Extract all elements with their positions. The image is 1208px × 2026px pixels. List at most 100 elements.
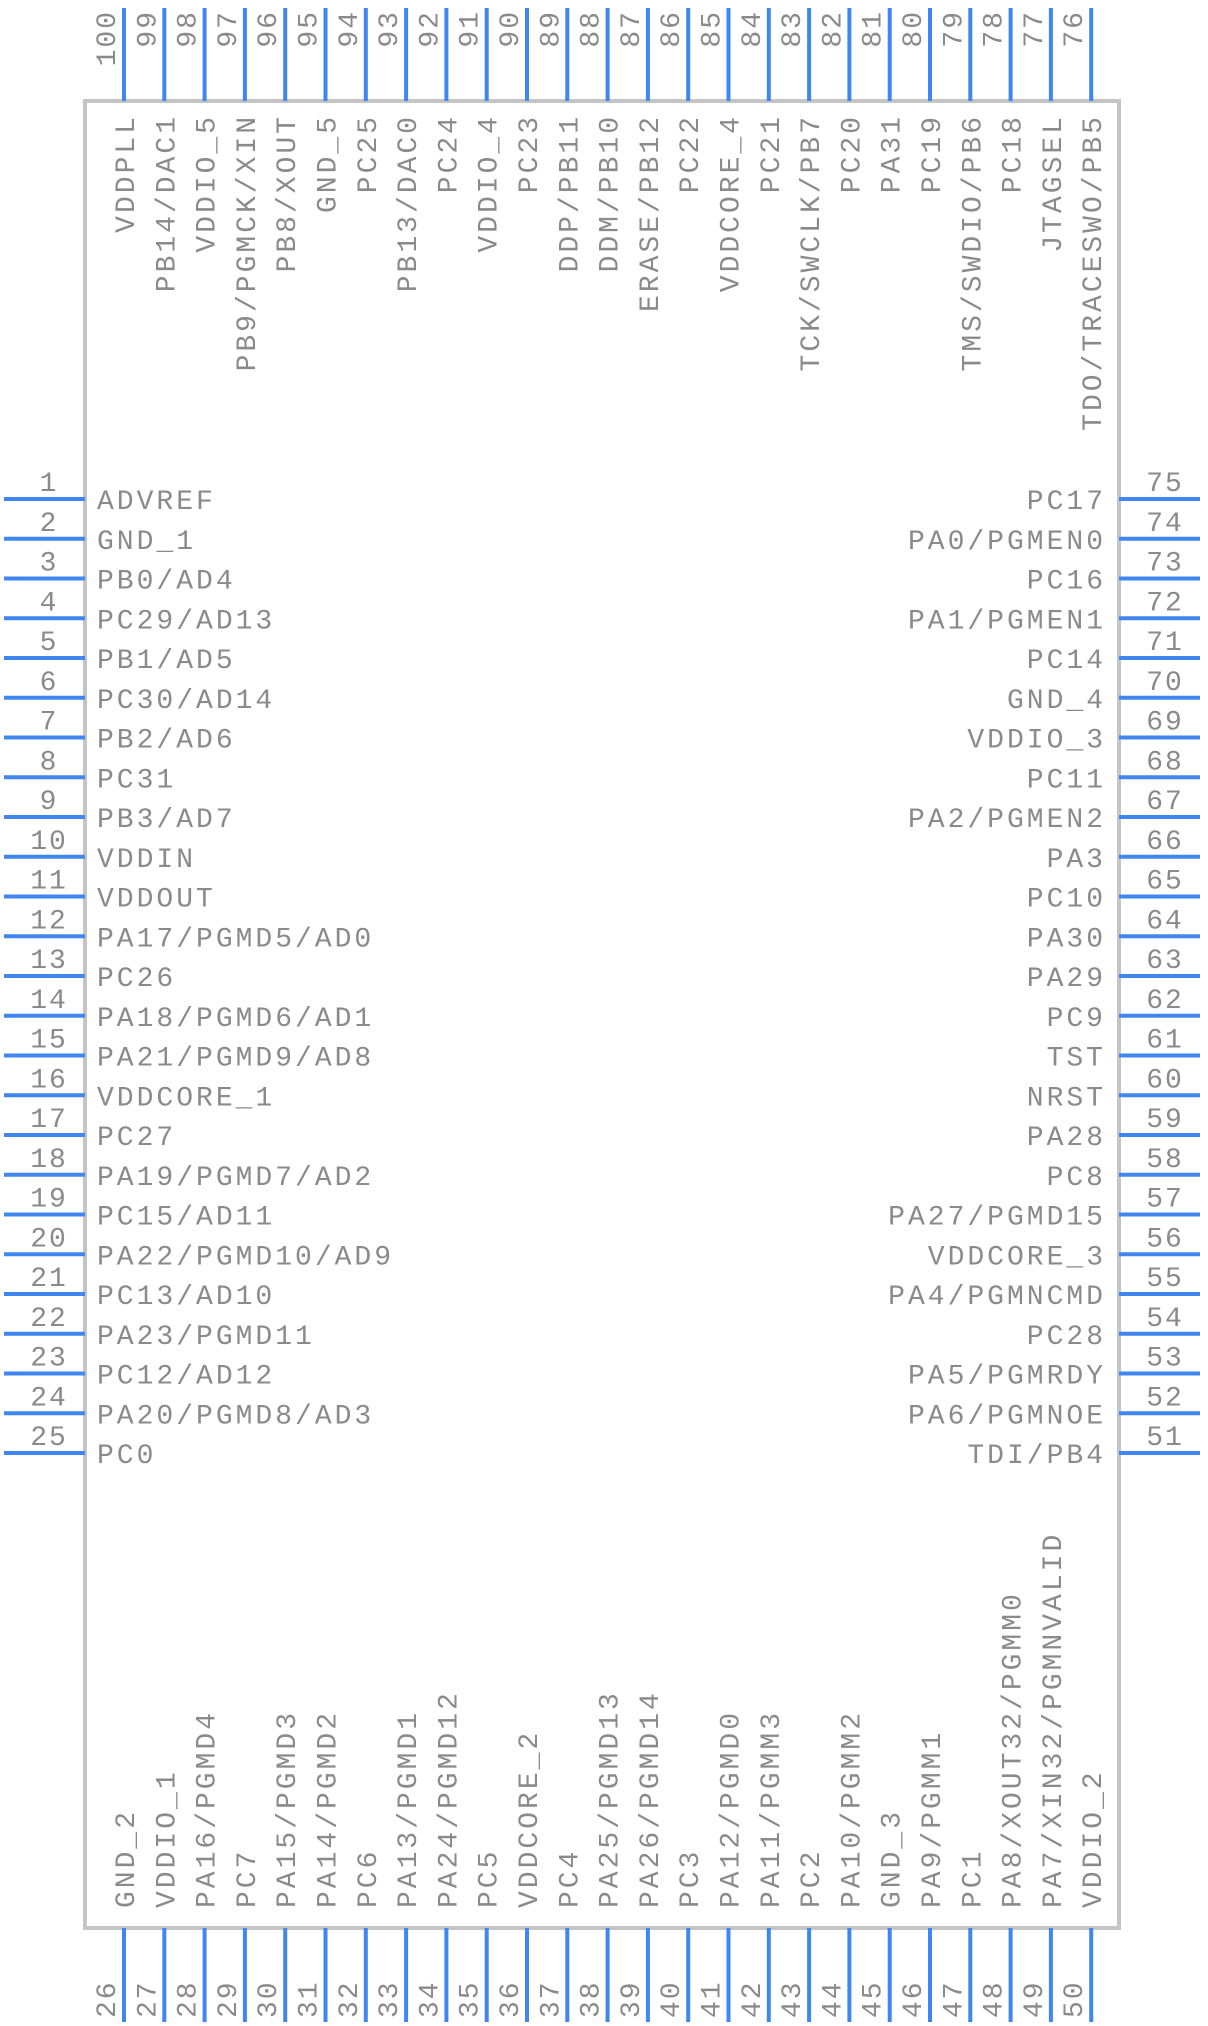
pin-77-label: JTAGSEL bbox=[1039, 114, 1070, 253]
pin-96-number: 96 bbox=[254, 10, 285, 48]
pin-45-number: 45 bbox=[859, 1980, 890, 2018]
pin-3-label: PB0/AD4 bbox=[97, 567, 236, 598]
pin-58-label: PC8 bbox=[1047, 1163, 1106, 1194]
pin-54-label: PC28 bbox=[1027, 1322, 1106, 1353]
pin-30-number: 30 bbox=[254, 1980, 285, 2018]
pin-63-label: PA29 bbox=[1027, 964, 1106, 995]
pin-75-label: PC17 bbox=[1027, 487, 1106, 518]
pin-5-label: PB1/AD5 bbox=[97, 646, 236, 677]
pin-80-label: PC19 bbox=[918, 114, 949, 193]
pin-76-label: TDO/TRACESWO/PB5 bbox=[1079, 114, 1110, 431]
pin-15-label: PA21/PGMD9/AD8 bbox=[97, 1044, 374, 1075]
pin-80-number: 80 bbox=[899, 10, 930, 48]
pin-31-number: 31 bbox=[295, 1980, 326, 2018]
pin-74-number: 74 bbox=[1146, 509, 1184, 540]
pin-87-number: 87 bbox=[617, 10, 648, 48]
pin-89-label: DDP/PB11 bbox=[555, 114, 586, 272]
pin-5-number: 5 bbox=[40, 628, 59, 659]
pin-16-number: 16 bbox=[30, 1065, 68, 1096]
pin-23-label: PC12/AD12 bbox=[97, 1362, 275, 1393]
pin-37-number: 37 bbox=[536, 1980, 567, 2018]
pin-35-label: PC5 bbox=[475, 1849, 506, 1908]
pin-46-number: 46 bbox=[899, 1980, 930, 2018]
pin-67-label: PA2/PGMEN2 bbox=[908, 805, 1106, 836]
pin-78-number: 78 bbox=[980, 10, 1011, 48]
pin-29-label: PC7 bbox=[233, 1849, 264, 1908]
pin-14-label: PA18/PGMD6/AD1 bbox=[97, 1004, 374, 1035]
pins-group: 1ADVREF2GND_13PB0/AD44PC29/AD135PB1/AD56… bbox=[4, 8, 1200, 2022]
pin-92-number: 92 bbox=[415, 10, 446, 48]
pin-62-label: PC9 bbox=[1047, 1004, 1106, 1035]
pin-32-number: 32 bbox=[335, 1980, 366, 2018]
pin-72-number: 72 bbox=[1146, 588, 1184, 619]
pin-85-label: VDDCORE_4 bbox=[717, 114, 748, 292]
pin-29-number: 29 bbox=[214, 1980, 245, 2018]
pin-53-label: PA5/PGMRDY bbox=[908, 1362, 1106, 1393]
pin-20-label: PA22/PGMD10/AD9 bbox=[97, 1242, 394, 1273]
pin-33-label: PA13/PGMD1 bbox=[394, 1710, 425, 1908]
pin-88-label: DDM/PB10 bbox=[596, 114, 627, 272]
pin-34-label: PA24/PGMD12 bbox=[434, 1690, 465, 1908]
pin-70-label: GND_4 bbox=[1007, 686, 1106, 717]
pin-41-number: 41 bbox=[698, 1980, 729, 2018]
pin-42-number: 42 bbox=[738, 1980, 769, 2018]
pin-25-number: 25 bbox=[30, 1423, 68, 1454]
pin-34-number: 34 bbox=[415, 1980, 446, 2018]
pin-58-number: 58 bbox=[1146, 1145, 1184, 1176]
pin-13-number: 13 bbox=[30, 946, 68, 977]
pin-73-label: PC16 bbox=[1027, 567, 1106, 598]
pin-12-label: PA17/PGMD5/AD0 bbox=[97, 924, 374, 955]
pin-63-number: 63 bbox=[1146, 946, 1184, 977]
pin-24-number: 24 bbox=[30, 1383, 68, 1414]
pin-52-number: 52 bbox=[1146, 1383, 1184, 1414]
pin-71-label: PC14 bbox=[1027, 646, 1106, 677]
pin-86-label: PC22 bbox=[676, 114, 707, 193]
pin-36-label: VDDCORE_2 bbox=[515, 1730, 546, 1908]
pin-35-number: 35 bbox=[456, 1980, 487, 2018]
pin-36-number: 36 bbox=[496, 1980, 527, 2018]
pin-57-number: 57 bbox=[1146, 1185, 1184, 1216]
pin-41-label: PA12/PGMD0 bbox=[717, 1710, 748, 1908]
pin-46-label: PA9/PGMM1 bbox=[918, 1730, 949, 1908]
pin-77-number: 77 bbox=[1020, 10, 1051, 48]
pin-97-label: PB9/PGMCK/XIN bbox=[233, 114, 264, 371]
pin-8-label: PC31 bbox=[97, 765, 176, 796]
pin-17-label: PC27 bbox=[97, 1123, 176, 1154]
pin-40-label: PC3 bbox=[676, 1849, 707, 1908]
pin-27-number: 27 bbox=[133, 1980, 164, 2018]
pin-2-number: 2 bbox=[40, 509, 59, 540]
pin-79-label: TMS/SWDIO/PB6 bbox=[958, 114, 989, 371]
pin-84-number: 84 bbox=[738, 10, 769, 48]
pin-61-label: TST bbox=[1047, 1044, 1106, 1075]
pin-96-label: PB8/XOUT bbox=[273, 114, 304, 272]
pin-50-number: 50 bbox=[1060, 1980, 1091, 2018]
pin-92-label: PC24 bbox=[434, 114, 465, 193]
pin-100-number: 100 bbox=[93, 10, 124, 66]
pin-59-number: 59 bbox=[1146, 1105, 1184, 1136]
pin-7-label: PB2/AD6 bbox=[97, 726, 236, 757]
pin-81-label: PA31 bbox=[878, 114, 909, 193]
pin-100-label: VDDPLL bbox=[112, 114, 143, 233]
pin-7-number: 7 bbox=[40, 708, 59, 739]
pin-26-label: GND_2 bbox=[112, 1809, 143, 1908]
pin-68-label: PC11 bbox=[1027, 765, 1106, 796]
pin-9-label: PB3/AD7 bbox=[97, 805, 236, 836]
pin-68-number: 68 bbox=[1146, 747, 1184, 778]
pin-49-label: PA7/XIN32/PGMNVALID bbox=[1039, 1532, 1070, 1908]
pin-32-label: PC6 bbox=[354, 1849, 385, 1908]
pin-86-number: 86 bbox=[657, 10, 688, 48]
pin-18-number: 18 bbox=[30, 1145, 68, 1176]
pin-72-label: PA1/PGMEN1 bbox=[908, 606, 1106, 637]
pin-51-label: TDI/PB4 bbox=[967, 1441, 1106, 1472]
pin-60-label: NRST bbox=[1027, 1083, 1106, 1114]
pin-39-label: PA26/PGMD14 bbox=[636, 1690, 667, 1908]
pin-90-label: PC23 bbox=[515, 114, 546, 193]
pin-43-number: 43 bbox=[778, 1980, 809, 2018]
pin-85-number: 85 bbox=[698, 10, 729, 48]
pin-28-number: 28 bbox=[174, 1980, 205, 2018]
pin-95-number: 95 bbox=[295, 10, 326, 48]
pin-64-number: 64 bbox=[1146, 906, 1184, 937]
pin-55-number: 55 bbox=[1146, 1264, 1184, 1295]
pin-23-number: 23 bbox=[30, 1344, 68, 1375]
